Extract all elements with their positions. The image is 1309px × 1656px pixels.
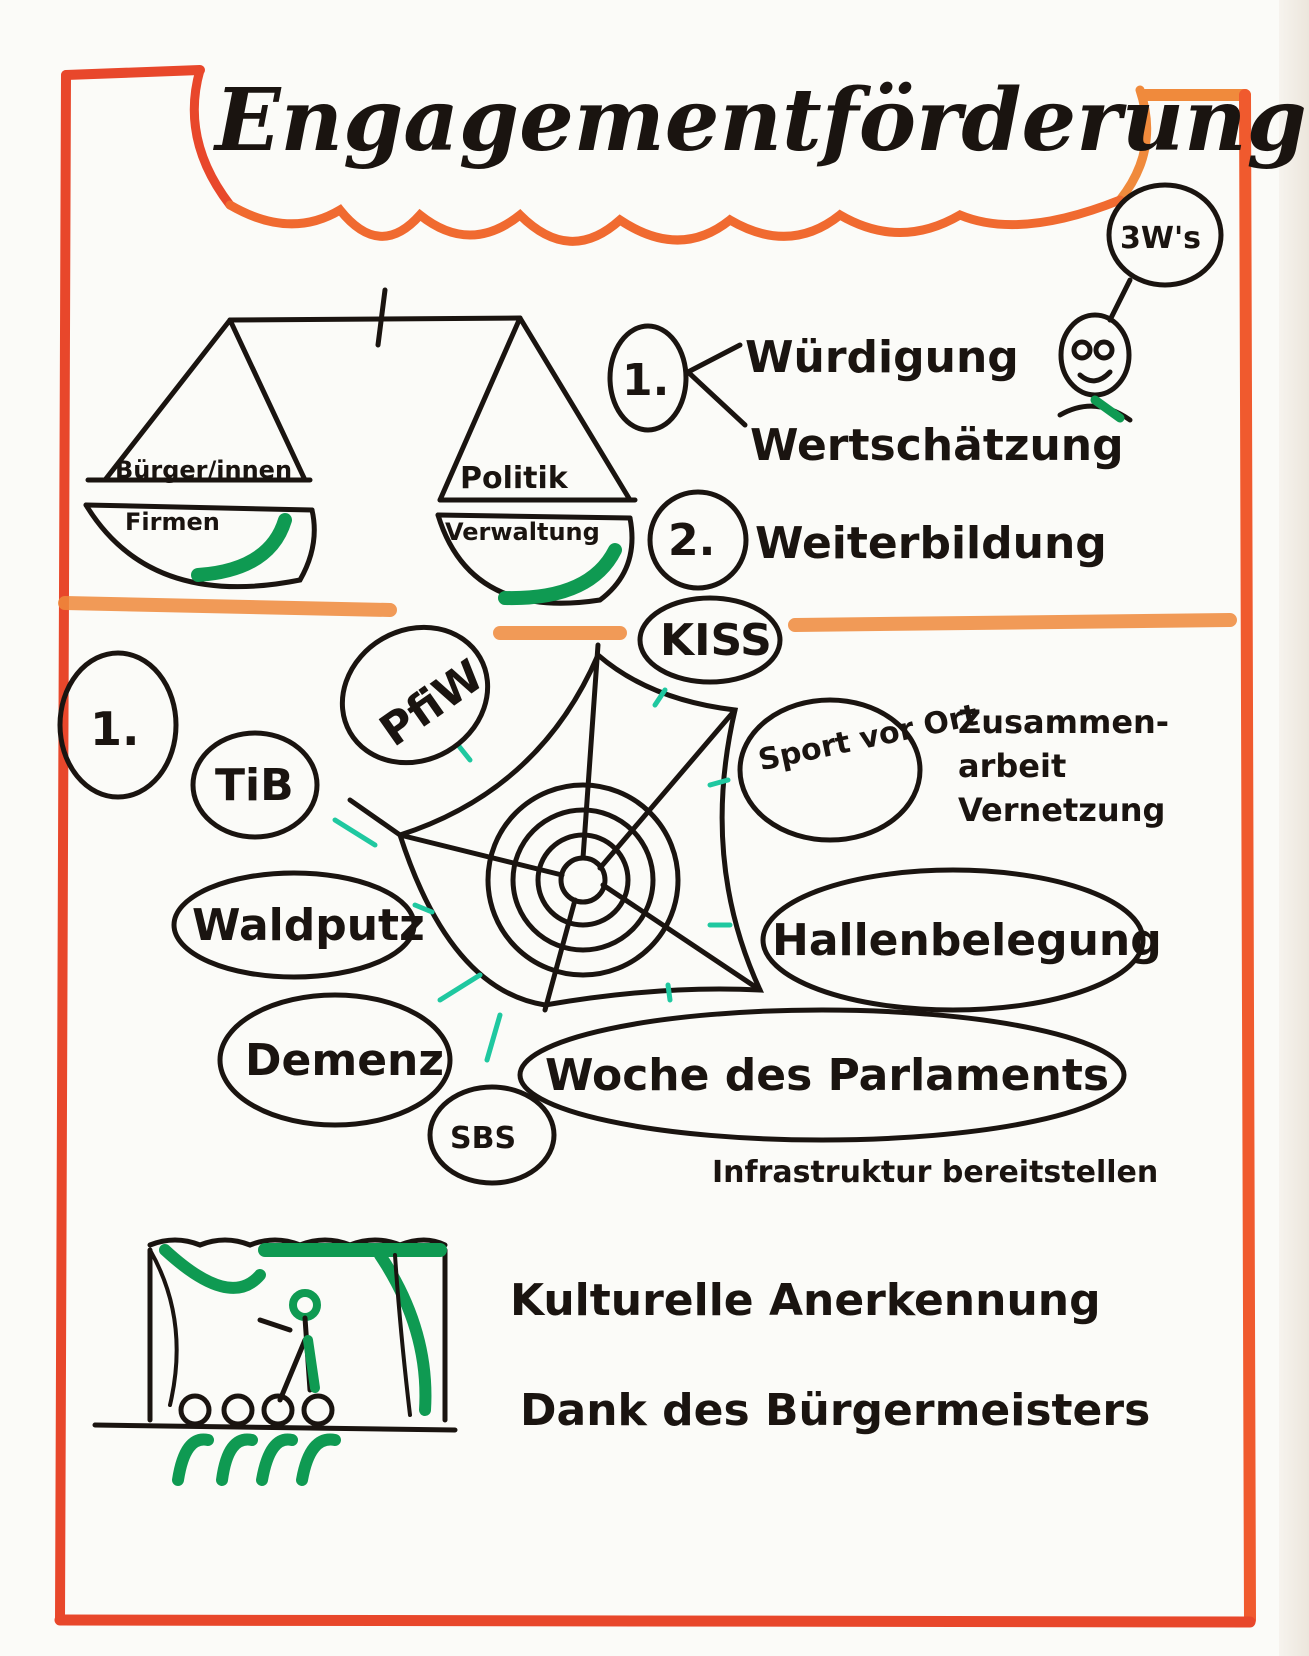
node-woche-des-parlaments: Woche des Parlaments [545,1050,1109,1101]
node-demenz: Demenz [245,1035,444,1086]
node-sbs: SBS [450,1121,516,1156]
node-waldputz: Waldputz [192,900,425,951]
left-pan-top-label: Bürger/innen [115,456,292,484]
web-node-bubbles [57,595,1146,1186]
note-infrastruktur: Infrastruktur bereitstellen [712,1155,1158,1190]
note-zusammenarbeit: Zusammen-arbeit Vernetzung [958,703,1170,829]
item1-number: 1. [622,355,669,406]
balance-scale [83,287,638,606]
left-pan-bottom-label: Firmen [125,508,220,536]
scale-pan-fill [191,513,622,606]
item1-wertschaetzung: Wertschätzung [750,420,1124,471]
speech-bubble-text: 3W's [1120,221,1201,256]
node-pfiw: PfiW [371,650,493,757]
bottom-line-kulturelle-anerkennung: Kulturelle Anerkennung [510,1275,1101,1326]
red-frame [54,65,1256,1628]
web-section-number: 1. [90,702,139,756]
bottom-line-dank-des-buergermeisters: Dank des Bürgermeisters [520,1385,1150,1436]
item1-wuerdigung: Würdigung [745,332,1019,383]
list-bullets [607,323,749,591]
right-pan-bottom-label: Verwaltung [445,518,600,546]
title-text: Engagementförderung [212,70,1307,171]
spider-web [347,642,764,1013]
stage-drawing [92,1237,458,1486]
item2-number: 2. [668,515,715,566]
orange-divider [58,596,1237,640]
node-hallenbelegung: Hallenbelegung [772,915,1162,966]
title-banner [189,65,1152,246]
web-rays [332,687,733,1063]
right-pan-top-label: Politik [460,461,569,496]
node-tib: TiB [215,760,294,811]
item2-weiterbildung: Weiterbildung [755,518,1107,569]
note-zusammenarbeit-wrapper: Zusammen-arbeit Vernetzung [958,703,1170,829]
node-kiss: KISS [660,615,772,666]
speaker-figure [1057,182,1224,423]
